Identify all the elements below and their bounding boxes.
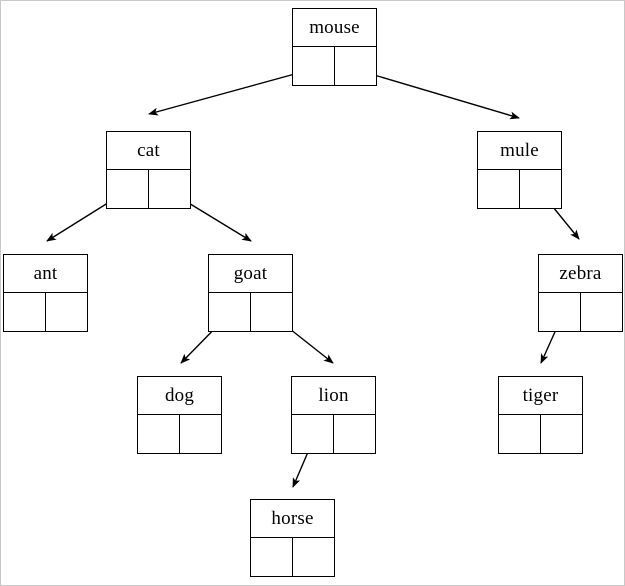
- right-pointer-cell-lion[interactable]: [334, 415, 376, 453]
- right-pointer-cell-mouse[interactable]: [335, 47, 377, 85]
- node-label-ant: ant: [4, 255, 87, 293]
- right-pointer-cell-ant[interactable]: [46, 293, 88, 331]
- edge-mouse-to-cat: [148, 68, 314, 116]
- node-pointers-dog: [138, 415, 221, 453]
- right-pointer-cell-goat[interactable]: [251, 293, 293, 331]
- node-pointers-ant: [4, 293, 87, 331]
- node-label-horse: horse: [251, 500, 334, 538]
- tree-node-tiger[interactable]: tiger: [498, 376, 583, 454]
- left-pointer-cell-mouse[interactable]: [293, 47, 335, 85]
- tree-node-goat[interactable]: goat: [208, 254, 293, 332]
- left-pointer-cell-horse[interactable]: [251, 538, 293, 576]
- node-label-tiger: tiger: [499, 377, 582, 415]
- left-pointer-cell-dog[interactable]: [138, 415, 180, 453]
- node-pointers-mule: [478, 170, 561, 208]
- left-pointer-cell-lion[interactable]: [292, 415, 334, 453]
- node-label-goat: goat: [209, 255, 292, 293]
- node-label-dog: dog: [138, 377, 221, 415]
- node-label-zebra: zebra: [539, 255, 622, 293]
- left-pointer-cell-zebra[interactable]: [539, 293, 581, 331]
- left-pointer-cell-mule[interactable]: [478, 170, 520, 208]
- tree-node-zebra[interactable]: zebra: [538, 254, 623, 332]
- tree-node-mouse[interactable]: mouse: [292, 8, 377, 86]
- node-label-lion: lion: [292, 377, 375, 415]
- tree-node-lion[interactable]: lion: [291, 376, 376, 454]
- node-pointers-goat: [209, 293, 292, 331]
- right-pointer-cell-zebra[interactable]: [581, 293, 623, 331]
- node-pointers-lion: [292, 415, 375, 453]
- node-pointers-tiger: [499, 415, 582, 453]
- tree-node-dog[interactable]: dog: [137, 376, 222, 454]
- tree-node-mule[interactable]: mule: [477, 131, 562, 209]
- right-pointer-cell-tiger[interactable]: [541, 415, 583, 453]
- node-pointers-horse: [251, 538, 334, 576]
- tree-node-horse[interactable]: horse: [250, 499, 335, 577]
- right-pointer-cell-dog[interactable]: [180, 415, 222, 453]
- left-pointer-cell-goat[interactable]: [209, 293, 251, 331]
- node-pointers-mouse: [293, 47, 376, 85]
- node-pointers-zebra: [539, 293, 622, 331]
- node-pointers-cat: [107, 170, 190, 208]
- tree-node-cat[interactable]: cat: [106, 131, 191, 209]
- node-label-mouse: mouse: [293, 9, 376, 47]
- left-pointer-cell-cat[interactable]: [107, 170, 149, 208]
- edge-mouse-to-mule: [353, 68, 520, 120]
- left-pointer-cell-ant[interactable]: [4, 293, 46, 331]
- right-pointer-cell-horse[interactable]: [293, 538, 335, 576]
- right-pointer-cell-cat[interactable]: [149, 170, 191, 208]
- tree-node-ant[interactable]: ant: [3, 254, 88, 332]
- left-pointer-cell-tiger[interactable]: [499, 415, 541, 453]
- node-label-mule: mule: [478, 132, 561, 170]
- node-label-cat: cat: [107, 132, 190, 170]
- right-pointer-cell-mule[interactable]: [520, 170, 562, 208]
